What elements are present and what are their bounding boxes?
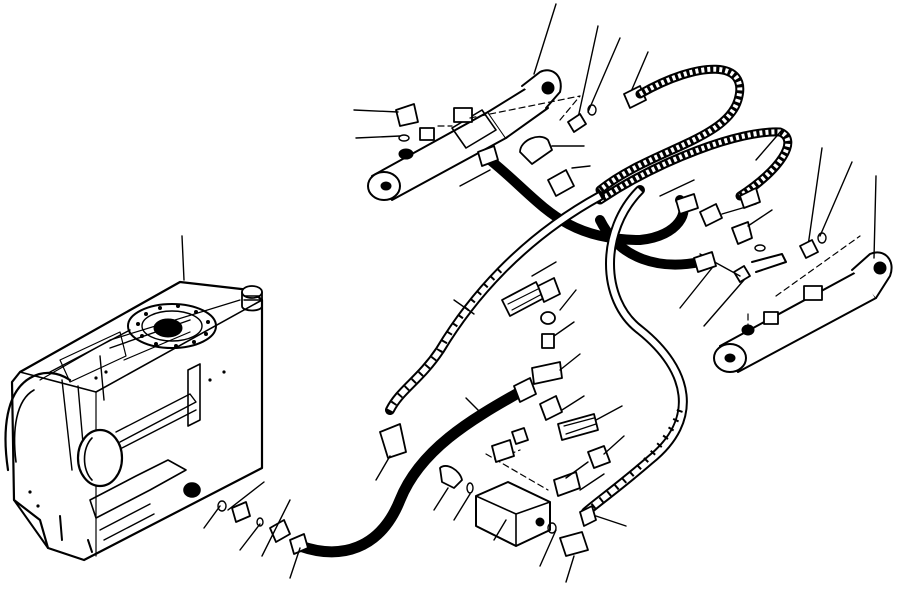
hose-end-fittings — [459, 129, 783, 527]
hose-black-main — [294, 386, 526, 558]
hose-braided-left — [385, 191, 605, 415]
cylinder-upper — [353, 3, 649, 201]
hydraulic-tank — [4, 235, 264, 562]
fittings-right — [679, 203, 787, 327]
fittings-lower-left — [203, 423, 474, 579]
hose-braided-right-upper — [595, 127, 793, 205]
hose-braided-right — [581, 185, 688, 517]
fittings-center — [501, 261, 625, 497]
hose-cross-black — [485, 155, 705, 270]
valve-block — [475, 439, 589, 583]
hose-upper-loop — [595, 64, 745, 195]
fittings-upper — [519, 85, 647, 197]
cylinder-right — [713, 147, 893, 373]
